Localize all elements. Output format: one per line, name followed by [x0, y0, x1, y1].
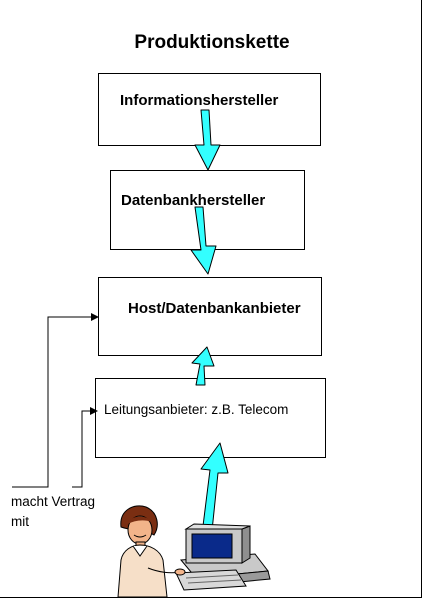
connector-to-host: [12, 313, 99, 488]
box-label-host-datenbankanbieter: Host/Datenbankanbieter: [128, 300, 301, 317]
diagram-title: Produktionskette: [134, 32, 290, 53]
connector-to-leitungsanbieter: [72, 407, 98, 488]
box-label-datenbankhersteller: Datenbankhersteller: [121, 192, 266, 209]
box-datenbankhersteller: Datenbankhersteller: [110, 170, 305, 250]
box-leitungsanbieter: Leitungsanbieter: z.B. Telecom: [95, 378, 326, 458]
woman-at-computer-icon: [117, 505, 186, 598]
box-label-leitungsanbieter: Leitungsanbieter: z.B. Telecom: [104, 402, 289, 417]
frame-edge-right: [421, 0, 422, 598]
frame-edge-bottom: [0, 597, 422, 598]
contract-note-line-2: mit: [11, 514, 29, 529]
flow-arrow-info-to-db: [194, 109, 221, 171]
contract-note-line-1: macht Vertrag: [11, 494, 96, 509]
desktop-computer-icon: [175, 523, 271, 591]
box-label-informationshersteller: Informationshersteller: [120, 92, 279, 109]
flow-arrow-db-to-host: [190, 206, 217, 275]
flow-arrow-line-to-host: [191, 346, 215, 386]
contract-note: macht Vertrag mit: [11, 492, 95, 532]
